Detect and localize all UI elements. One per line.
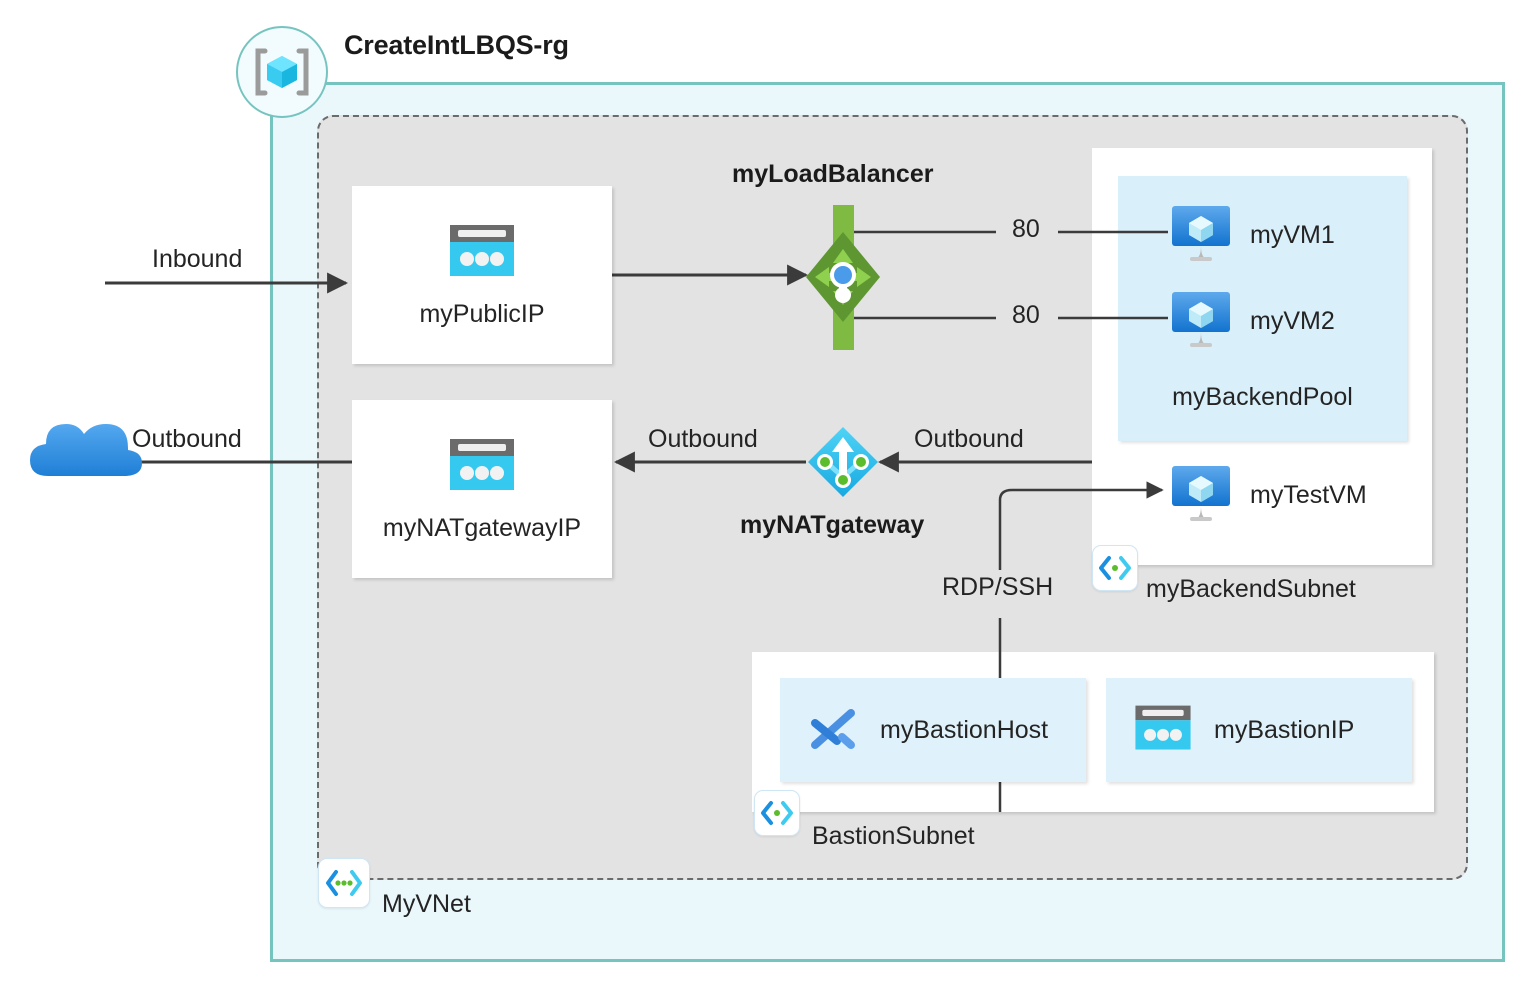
virtual-machine-icon (1170, 462, 1232, 529)
backend-pool-container (1118, 176, 1407, 441)
bastion-icon (806, 701, 860, 760)
resource-group-icon (236, 26, 328, 118)
nat-gateway-icon[interactable] (806, 425, 880, 504)
port-label-vm2: 80 (1012, 301, 1040, 329)
vnet-icon (318, 858, 370, 908)
flow-label-outbound-internet: Outbound (132, 425, 242, 453)
backend-subnet-label: myBackendSubnet (1146, 575, 1356, 603)
flow-label-outbound-subnet: Outbound (914, 425, 1024, 453)
vm-label: myVM1 (1250, 221, 1335, 249)
public-ip-icon (1132, 702, 1194, 759)
nat-gateway-title: myNATgateway (740, 511, 925, 539)
backend-pool-label: myBackendPool (1172, 383, 1353, 411)
cloud-icon (30, 424, 142, 476)
vm-label: myTestVM (1250, 481, 1367, 509)
bastion-ip-label: myBastionIP (1214, 715, 1355, 744)
vm-node-myvm2[interactable]: myVM2 (1170, 288, 1335, 355)
resource-group-title: CreateIntLBQS-rg (344, 30, 569, 60)
public-ip-node-mynatgatewayip[interactable]: myNATgatewayIP (352, 400, 612, 578)
subnet-icon (754, 790, 800, 836)
load-balancer-icon[interactable] (806, 205, 880, 355)
load-balancer-title: myLoadBalancer (732, 160, 934, 188)
nat-gateway-ip-label: myNATgatewayIP (382, 514, 582, 542)
bastion-host-node[interactable]: myBastionHost (780, 678, 1086, 782)
public-ip-icon (446, 221, 518, 286)
vm-node-myvm1[interactable]: myVM1 (1170, 202, 1335, 269)
public-ip-icon (446, 435, 518, 500)
vm-label: myVM2 (1250, 307, 1335, 335)
vnet-label: MyVNet (382, 890, 471, 918)
flow-label-inbound: Inbound (152, 245, 243, 273)
flow-label-outbound-natip: Outbound (648, 425, 758, 453)
vm-node-mytestvm[interactable]: myTestVM (1170, 462, 1367, 529)
public-ip-node-mypublicip[interactable]: myPublicIP (352, 186, 612, 364)
bastion-ip-node[interactable]: myBastionIP (1106, 678, 1412, 782)
subnet-icon (1092, 545, 1138, 591)
public-ip-label: myPublicIP (419, 300, 545, 328)
bastion-host-label: myBastionHost (880, 715, 1049, 744)
virtual-machine-icon (1170, 288, 1232, 355)
bastion-subnet-label: BastionSubnet (812, 822, 975, 850)
virtual-machine-icon (1170, 202, 1232, 269)
flow-label-rdp-ssh: RDP/SSH (942, 573, 1054, 601)
port-label-vm1: 80 (1012, 215, 1040, 243)
